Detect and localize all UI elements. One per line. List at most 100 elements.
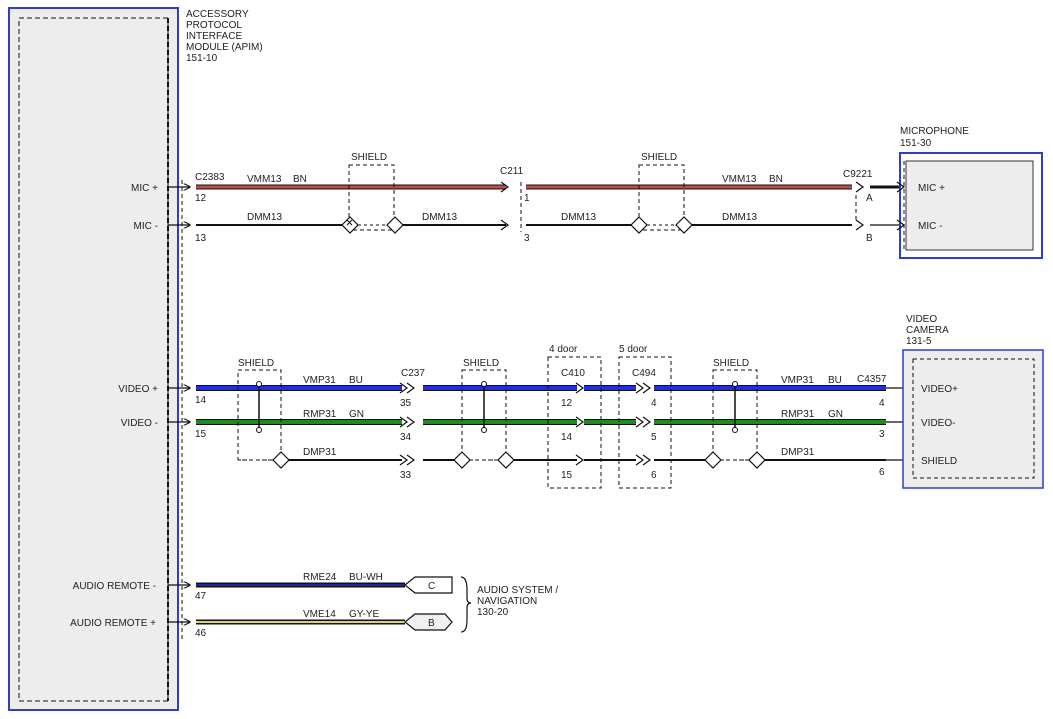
- camera-pin-shield: SHIELD: [921, 456, 957, 467]
- pin-a: A: [866, 193, 873, 204]
- audio-system-title-2: NAVIGATION: [477, 596, 537, 607]
- pin-13: 13: [195, 233, 207, 244]
- wire-dmm13-3: DMM13: [561, 212, 596, 223]
- pin-b: B: [866, 233, 873, 244]
- pin-33: 33: [400, 470, 412, 481]
- connector-c9221: C9221: [843, 169, 873, 180]
- microphone-module: [899, 152, 1043, 259]
- camera-title-2: CAMERA: [906, 325, 949, 336]
- mic-shield-label-2: SHIELD: [641, 152, 677, 163]
- apim-title: ACCESSORY PROTOCOL INTERFACE MODULE (API…: [186, 9, 263, 64]
- video-shield-label-3: SHIELD: [713, 358, 749, 369]
- connector-c494: C494: [632, 368, 656, 379]
- connector-c410: C410: [561, 368, 585, 379]
- c410-pin-14: 14: [561, 432, 573, 443]
- cam-pin-3: 3: [879, 429, 885, 440]
- video-shield-label-2: SHIELD: [463, 358, 499, 369]
- connector-c2383: C2383: [195, 172, 225, 183]
- svg-text:151-10: 151-10: [186, 53, 218, 64]
- connector-c4357: C4357: [857, 374, 887, 385]
- c494-pin-5: 5: [651, 432, 657, 443]
- apim-pin-audio-remote-plus: AUDIO REMOTE +: [70, 618, 156, 629]
- pin-47: 47: [195, 591, 207, 602]
- camera-code: 131-5: [906, 336, 932, 347]
- camera-pin-video-plus: VIDEO+: [921, 384, 958, 395]
- video-camera-module: [902, 349, 1044, 489]
- wire-dmp31: DMP31: [303, 447, 337, 458]
- wire-rme24: RME24: [303, 572, 337, 583]
- connector-c237: C237: [401, 368, 425, 379]
- video-shield-label-1: SHIELD: [238, 358, 274, 369]
- apim-pin-audio-remote-minus: AUDIO REMOTE -: [73, 581, 156, 592]
- wire-vmm13-2: VMM13: [722, 174, 757, 185]
- wire-color-bn: BN: [293, 174, 307, 185]
- apim-pin-video-minus: VIDEO -: [121, 418, 158, 429]
- svg-text:MODULE (APIM): MODULE (APIM): [186, 42, 263, 53]
- microphone-code: 151-30: [900, 138, 932, 149]
- svg-text:ACCESSORY: ACCESSORY: [186, 9, 249, 20]
- label-5-door: 5 door: [619, 344, 648, 355]
- cam-pin-4: 4: [879, 398, 885, 409]
- pin-35: 35: [400, 398, 412, 409]
- wire-rmp31: RMP31: [303, 409, 337, 420]
- apim-pin-mic-plus: MIC +: [131, 183, 158, 194]
- c494-pin-4: 4: [651, 398, 657, 409]
- pin-15: 15: [195, 429, 207, 440]
- wire-color-gn-2: GN: [828, 409, 843, 420]
- wire-color-bu: BU: [349, 375, 363, 386]
- audio-system-title-1: AUDIO SYSTEM /: [477, 585, 558, 596]
- wire-vmp31-2: VMP31: [781, 375, 814, 386]
- c410-pin-12: 12: [561, 398, 573, 409]
- pin-12: 12: [195, 193, 207, 204]
- mic-shield-label-1: SHIELD: [351, 152, 387, 163]
- wire-color-bu-wh: BU-WH: [349, 572, 383, 583]
- c494-pin-6: 6: [651, 470, 657, 481]
- wire-dmm13-2: DMM13: [422, 212, 457, 223]
- apim-pin-mic-minus: MIC -: [134, 221, 158, 232]
- video-shield-boxes: [237, 356, 758, 489]
- tag-c-label: C: [428, 581, 435, 592]
- wire-vmm13: VMM13: [247, 174, 282, 185]
- wire-color-bu-2: BU: [828, 375, 842, 386]
- label-4-door: 4 door: [549, 344, 578, 355]
- tag-b-label: B: [428, 618, 435, 629]
- wire-rmp31-2: RMP31: [781, 409, 815, 420]
- wire-color-gy-ye: GY-YE: [349, 609, 380, 620]
- video-wires: [196, 385, 910, 461]
- wire-dmm13: DMM13: [247, 212, 282, 223]
- svg-text:PROTOCOL: PROTOCOL: [186, 20, 242, 31]
- tag-b: [404, 613, 453, 631]
- wire-dmm13-4: DMM13: [722, 212, 757, 223]
- pin-34: 34: [400, 432, 412, 443]
- mic-shield-boxes: [348, 164, 685, 231]
- tag-c: [404, 576, 453, 594]
- shield-twist-lines: [258, 382, 736, 430]
- camera-pin-video-minus: VIDEO-: [921, 418, 955, 429]
- mic-wires: [196, 184, 904, 226]
- c410-pin-15: 15: [561, 470, 573, 481]
- camera-title-1: VIDEO: [906, 314, 937, 325]
- cam-pin-6: 6: [879, 467, 885, 478]
- pin-3: 3: [524, 233, 530, 244]
- mic-shield-drains: [341, 216, 693, 234]
- mic-pin-plus: MIC +: [918, 183, 945, 194]
- microphone-title: MICROPHONE: [900, 126, 969, 137]
- apim-pin-video-plus: VIDEO +: [118, 384, 158, 395]
- wire-dmp31-2: DMP31: [781, 447, 815, 458]
- pin-46: 46: [195, 628, 207, 639]
- video-shield-drains: [272, 451, 766, 469]
- wire-vmp31: VMP31: [303, 375, 336, 386]
- mic-pin-minus: MIC -: [918, 221, 942, 232]
- wire-vme14: VME14: [303, 609, 336, 620]
- apim-module: [8, 7, 183, 711]
- audio-brace: [460, 576, 472, 633]
- pin-14: 14: [195, 395, 207, 406]
- svg-text:INTERFACE: INTERFACE: [186, 31, 242, 42]
- wire-color-bn-2: BN: [769, 174, 783, 185]
- pin-1: 1: [524, 193, 530, 204]
- connector-c211: C211: [500, 166, 524, 177]
- audio-system-code: 130-20: [477, 607, 509, 618]
- audio-wires: [196, 582, 405, 625]
- wire-color-gn: GN: [349, 409, 364, 420]
